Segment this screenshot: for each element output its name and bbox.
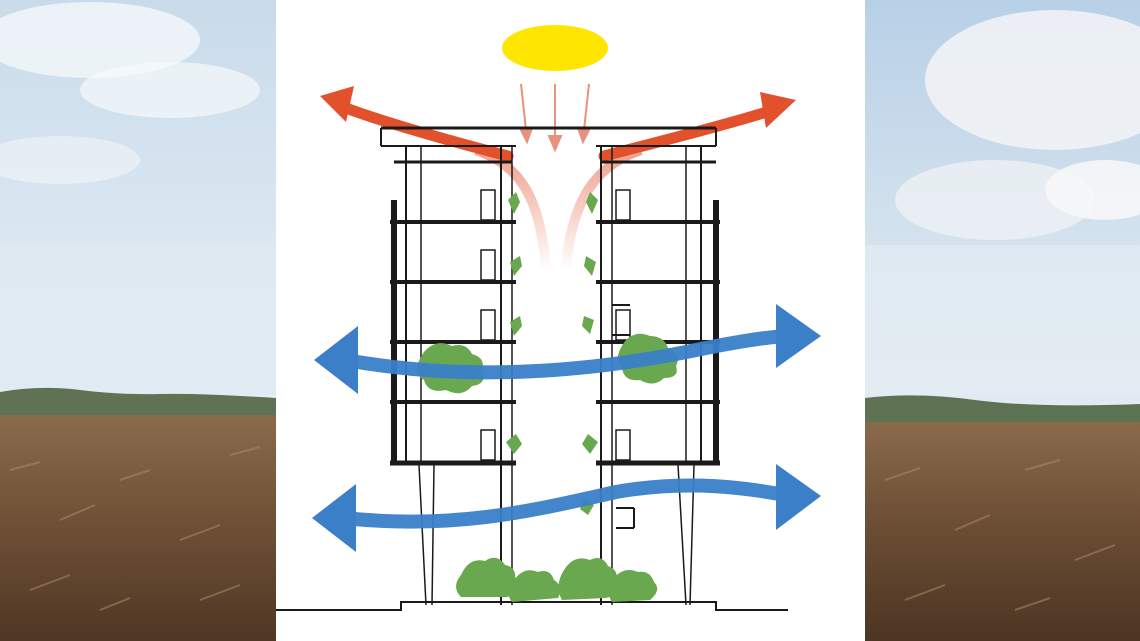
plant-icon — [508, 570, 561, 602]
hot-air-plume-left — [474, 145, 551, 271]
hot-air-arrow-icon — [598, 92, 796, 162]
cool-air-arrow-icon — [312, 464, 821, 552]
left-landscape-illustration — [0, 0, 276, 641]
plant-icon — [510, 316, 522, 336]
building-structure — [276, 126, 788, 611]
plant-icon — [584, 256, 596, 276]
hot-air-plume-right — [561, 145, 643, 271]
plant-icon — [608, 570, 658, 602]
plant-icon — [510, 256, 522, 276]
right-background-photo — [865, 0, 1140, 641]
solar-ray-icon — [547, 84, 563, 153]
right-landscape-illustration — [865, 0, 1140, 641]
left-background-photo — [0, 0, 276, 641]
solar-ray-icon — [518, 83, 534, 145]
ventilation-diagram-panel — [276, 0, 865, 641]
plant-icon — [582, 434, 598, 454]
building-section-diagram — [276, 25, 821, 611]
cool-air-arrow-icon — [314, 304, 821, 394]
plant-icon — [456, 557, 518, 597]
solar-rays — [518, 83, 592, 153]
vegetation — [417, 192, 678, 602]
plant-icon — [508, 192, 520, 214]
hot-air-arrow-icon — [320, 86, 514, 162]
plant-icon — [506, 434, 522, 454]
solar-ray-icon — [576, 83, 592, 145]
sun-icon — [502, 25, 608, 71]
plant-icon — [582, 316, 594, 334]
plant-icon — [586, 192, 598, 214]
plant-icon — [558, 558, 618, 600]
